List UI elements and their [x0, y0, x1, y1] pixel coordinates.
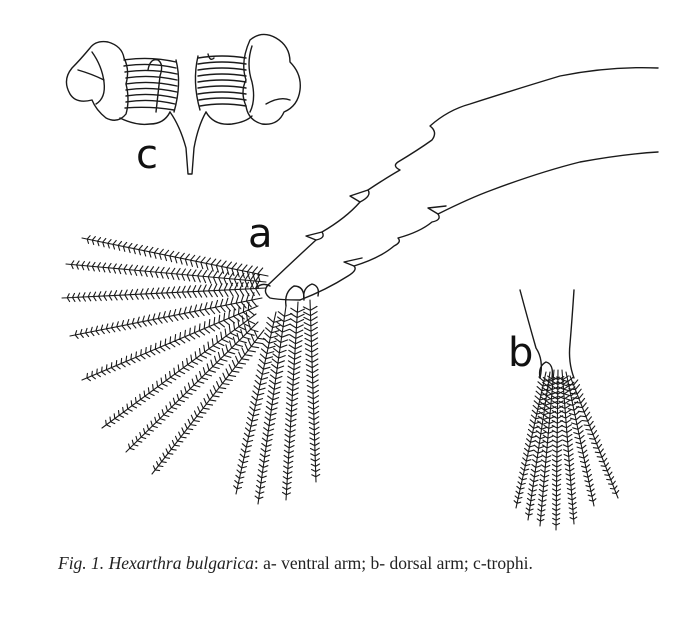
arm-notch-4	[427, 205, 447, 215]
seta	[61, 280, 267, 303]
trophi-left-fulcrum-loop	[147, 59, 163, 113]
seta	[566, 375, 620, 499]
caption-text: : a- ventral arm; b- dorsal arm; c-troph…	[253, 553, 533, 573]
seta	[513, 371, 551, 509]
label-a: a	[248, 211, 273, 257]
seta	[81, 235, 269, 282]
dorsal-right-edge	[568, 289, 575, 379]
seta	[69, 292, 263, 339]
dorsal-lobe	[538, 361, 554, 379]
figure-caption: Fig. 1. Hexarthra bulgarica: a- ventral …	[58, 551, 658, 576]
ventral-arm-drawing	[255, 66, 659, 307]
label-c: c	[136, 132, 158, 178]
arm-top-edge	[267, 66, 659, 286]
arm-base-left	[264, 284, 301, 301]
seta	[254, 305, 293, 505]
figure-drawing: a b c	[61, 33, 659, 531]
trophi-right-lobe-line2	[265, 97, 291, 105]
trophi-right-band-edge	[194, 55, 201, 111]
arm-notch-1	[305, 231, 323, 241]
arm-notch-2	[349, 189, 369, 203]
arm-small-lobe-3	[255, 283, 271, 289]
seta	[81, 301, 259, 382]
label-b: b	[508, 330, 533, 376]
caption-fig: Fig. 1.	[58, 553, 105, 573]
trophi-drawing	[65, 33, 301, 175]
arm-bottom-edge	[299, 151, 659, 301]
trophi-right-lobe-line	[248, 45, 255, 113]
trophi-left-lobe-line2	[77, 69, 105, 81]
seta	[525, 371, 556, 521]
seta	[281, 301, 305, 501]
seta	[561, 371, 597, 507]
dorsal-left-edge	[519, 289, 543, 379]
seta	[556, 369, 578, 525]
dorsal-arm-drawing	[519, 289, 575, 379]
trophi-left-ribs	[123, 57, 178, 111]
seta	[302, 299, 321, 483]
trophi-left-band-edge	[173, 59, 180, 113]
seta	[65, 260, 267, 289]
trophi-right-manubrium	[205, 111, 253, 125]
trophi-right-ribs	[197, 55, 247, 107]
trophi-right-loop	[207, 53, 215, 61]
trophi-left-lobe	[65, 40, 129, 121]
caption-species: Hexarthra bulgarica	[108, 553, 254, 573]
seta	[551, 369, 565, 531]
dorsal-arm-setae	[513, 369, 620, 531]
seta	[101, 312, 257, 429]
seta	[125, 321, 259, 453]
trophi-left-manubrium	[119, 111, 171, 126]
arm-small-lobe-2	[302, 283, 320, 301]
arm-small-lobe-1	[284, 285, 305, 307]
arm-notch-3	[343, 257, 363, 267]
ventral-arm-setae	[61, 235, 321, 505]
seta	[233, 311, 282, 495]
seta	[151, 329, 266, 475]
trophi-center-v	[169, 111, 207, 175]
trophi-left-lobe-line	[91, 51, 106, 105]
